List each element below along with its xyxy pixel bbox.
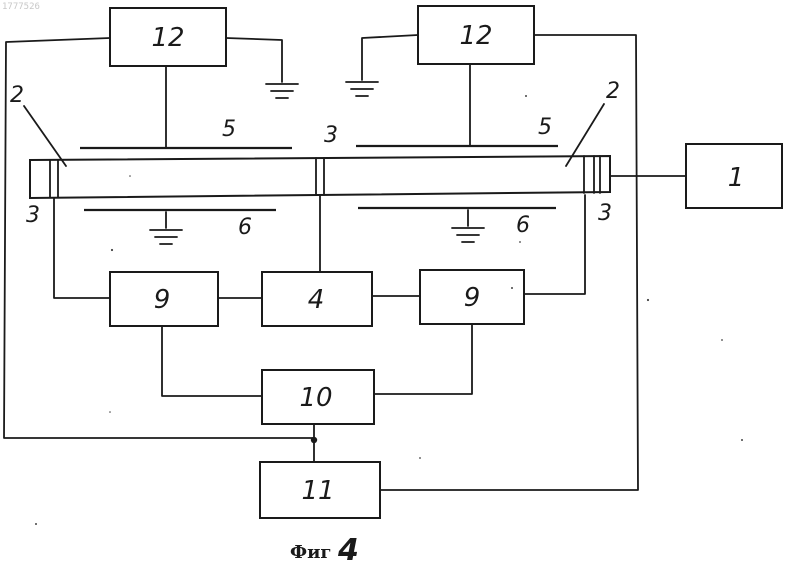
leader-tube-left xyxy=(24,106,66,166)
tube xyxy=(30,156,610,198)
wire-right-loop xyxy=(380,35,638,490)
label-electrode-mid: 3 xyxy=(324,123,338,148)
figure-caption-number: 4 xyxy=(337,533,359,568)
block-9-left-label: 9 xyxy=(154,285,171,315)
label-plate-top-left: 5 xyxy=(222,117,236,142)
block-1-label: 1 xyxy=(728,163,745,193)
wire-12-right-ground xyxy=(362,35,418,80)
label-plate-bottom-left: 6 xyxy=(238,215,252,240)
block-9-right-label: 9 xyxy=(464,283,481,313)
ground-icon xyxy=(150,212,182,244)
block-11-label: 11 xyxy=(301,476,334,506)
tube-assembly xyxy=(30,156,610,198)
label-electrode-left: 3 xyxy=(26,203,40,228)
label-plate-bottom-right: 6 xyxy=(516,213,530,238)
block-10-label: 10 xyxy=(299,383,332,413)
wire-electrode-left-9 xyxy=(54,197,110,298)
label-electrode-right: 3 xyxy=(598,201,612,226)
block-4-label: 4 xyxy=(308,285,325,315)
label-tube-right: 2 xyxy=(606,79,620,104)
document-stamp: 1777526 xyxy=(2,2,40,12)
label-tube-left: 2 xyxy=(10,83,24,108)
ground-icon xyxy=(266,84,298,98)
figure-caption-prefix: Фиг xyxy=(290,542,331,563)
block-12-right-label: 12 xyxy=(459,21,492,51)
ground-icon xyxy=(346,82,378,96)
junction-dot xyxy=(311,437,317,443)
ground-icon xyxy=(452,210,484,242)
label-plate-top-right: 5 xyxy=(538,115,552,140)
wire-electrode-right-9 xyxy=(524,195,585,294)
wire-9-right-10 xyxy=(374,324,472,394)
block-12-left-label: 12 xyxy=(151,23,184,53)
wire-12-left-ground xyxy=(226,38,282,82)
wire-9-left-10 xyxy=(162,326,262,396)
